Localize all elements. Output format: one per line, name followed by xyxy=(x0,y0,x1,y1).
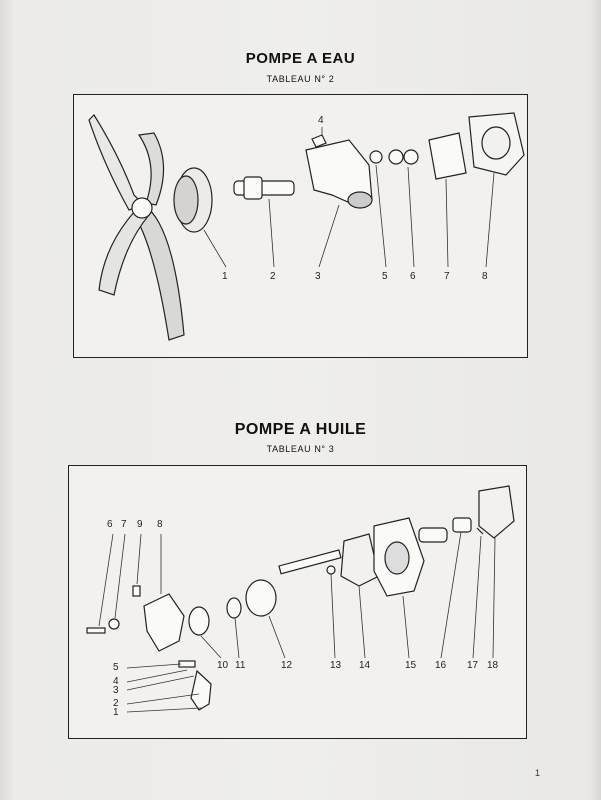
shaft xyxy=(233,180,295,196)
part-label: 1 xyxy=(222,271,228,282)
part-label: 11 xyxy=(235,660,246,671)
part-label: 5 xyxy=(113,662,119,673)
end-gasket xyxy=(478,485,515,539)
pump-body xyxy=(143,593,185,652)
gasket xyxy=(340,533,380,587)
oil-pump-diagram-frame: 6 7 9 8 10 11 12 13 14 15 16 17 18 5 4 3… xyxy=(68,465,527,739)
part-label: 4 xyxy=(318,115,324,126)
bolt xyxy=(86,627,106,634)
part-label: 9 xyxy=(137,519,143,530)
part-label: 17 xyxy=(467,660,479,671)
part-label: 1 xyxy=(113,707,119,718)
part-label: 5 xyxy=(382,271,388,282)
part-label: 14 xyxy=(359,660,371,671)
small-clip xyxy=(311,134,327,148)
gear-shaft xyxy=(278,549,342,575)
pin xyxy=(132,585,141,597)
part-label: 8 xyxy=(482,271,488,282)
part-label: 4 xyxy=(113,676,119,687)
sleeve xyxy=(452,517,472,533)
part-label: 2 xyxy=(270,271,276,282)
ring xyxy=(226,597,242,619)
part-label: 3 xyxy=(315,271,321,282)
part-label: 7 xyxy=(444,271,450,282)
part-label: 16 xyxy=(435,660,447,671)
fan-blade xyxy=(88,114,146,211)
impeller xyxy=(428,132,467,180)
part-label: 6 xyxy=(410,271,416,282)
part-label: 10 xyxy=(217,660,229,671)
part-label: 12 xyxy=(281,660,293,671)
fan-blade xyxy=(98,209,150,296)
page-number: 1 xyxy=(535,768,541,778)
washer xyxy=(369,150,383,164)
washer xyxy=(108,618,120,630)
fan-blade xyxy=(137,132,165,206)
gear xyxy=(188,606,210,636)
fan-blade xyxy=(133,204,185,341)
drive-gear xyxy=(245,579,277,617)
part-label: 13 xyxy=(330,660,342,671)
oil-pump-subtitle: TABLEAU N° 3 xyxy=(266,444,335,454)
bearing xyxy=(388,149,404,165)
part-label: 18 xyxy=(487,660,499,671)
washer xyxy=(326,565,336,575)
water-pump-subtitle: TABLEAU N° 2 xyxy=(266,74,335,84)
part-label: 8 xyxy=(157,519,163,530)
water-pump-diagram-frame: 1 2 3 4 5 6 7 8 xyxy=(73,94,528,358)
part-label: 3 xyxy=(113,685,119,696)
oil-pump-title: POMPE A HUILE xyxy=(234,421,367,438)
part-label: 6 xyxy=(107,519,113,530)
water-pump-title: POMPE A EAU xyxy=(245,50,356,67)
spring xyxy=(178,660,196,668)
water-pump-exploded-view xyxy=(88,112,525,341)
part-label: 15 xyxy=(405,660,417,671)
bearing xyxy=(403,149,419,165)
fan-hub xyxy=(131,197,153,219)
oil-pump-exploded-view xyxy=(86,485,515,713)
part-label: 7 xyxy=(121,519,127,530)
part-label: 2 xyxy=(113,698,119,709)
valve-cap xyxy=(190,669,212,711)
